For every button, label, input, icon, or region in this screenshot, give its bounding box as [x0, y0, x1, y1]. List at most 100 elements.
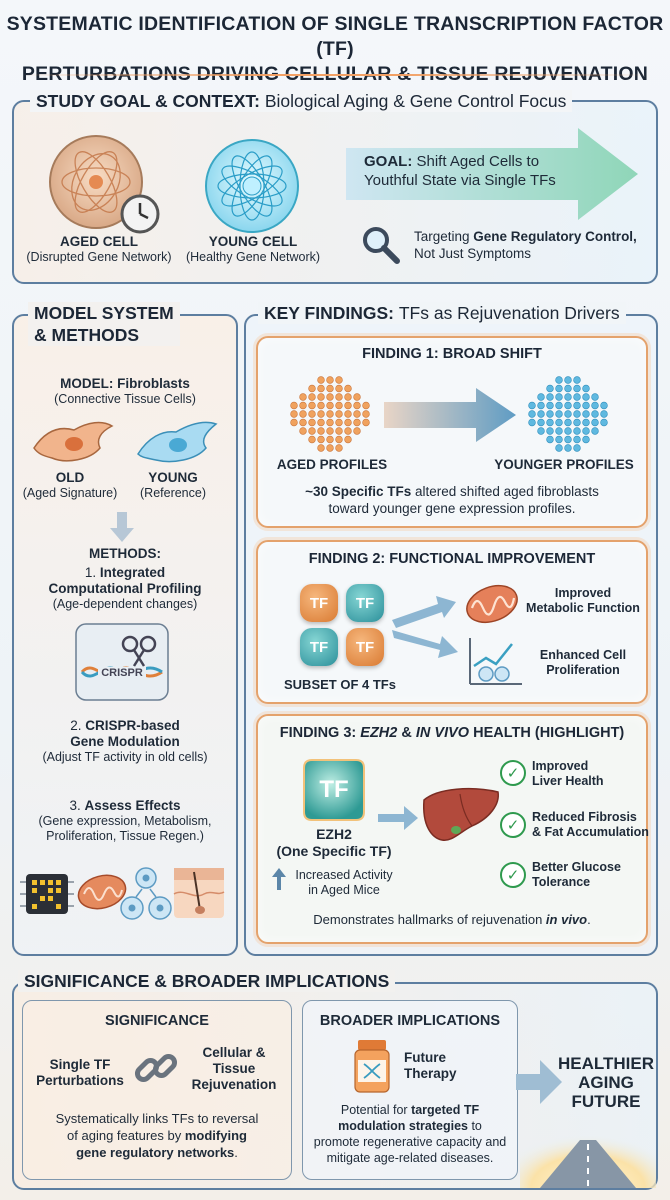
profile-dot: [600, 418, 608, 427]
right-arrow-icon: [378, 806, 418, 830]
profile-dot: [573, 435, 581, 444]
profile-dot: [528, 418, 536, 427]
finding-2-title: FINDING 2: FUNCTIONAL IMPROVEMENT: [308, 551, 596, 567]
profile-dot: [326, 444, 334, 452]
profile-dot: [555, 401, 563, 410]
profile-dot: [353, 410, 361, 418]
profile-dot: [573, 418, 581, 427]
profile-dot: [344, 418, 352, 427]
old-caption: OLD (Aged Signature): [22, 470, 118, 500]
profile-dot: [546, 418, 554, 427]
profile-dot: [564, 384, 572, 393]
profile-dot: [537, 401, 545, 410]
outcome-metabolic: Improved Metabolic Function: [526, 586, 640, 615]
profile-dot: [335, 418, 343, 427]
profile-dot: [335, 384, 343, 393]
up-arrow-icon: [272, 868, 286, 890]
future-therapy-label: Future Therapy: [404, 1050, 457, 1081]
profile-dot: [317, 435, 325, 444]
profile-dot: [335, 410, 343, 418]
crispr-icon: [75, 623, 169, 701]
profile-dot: [555, 444, 563, 452]
ezh2-tf-icon: [303, 759, 365, 821]
profile-dot: [555, 376, 563, 384]
goal-arrow-icon: [346, 128, 638, 220]
old-fibroblast-icon: [33, 421, 114, 462]
profile-dot: [317, 376, 325, 384]
profile-dot: [335, 393, 343, 401]
outcome-glucose: Better Glucose Tolerance: [532, 860, 621, 889]
young-cell-icon: [205, 139, 299, 233]
outcome-liver: Improved Liver Health: [532, 759, 604, 788]
profile-dot: [344, 393, 352, 401]
profile-dot: [308, 401, 316, 410]
ezh2-activity: Increased Activity in Aged Mice: [295, 868, 393, 897]
implications-title: BROADER IMPLICATIONS: [319, 1013, 501, 1029]
profile-dot: [591, 418, 599, 427]
profile-dot: [308, 393, 316, 401]
profile-dot: [546, 410, 554, 418]
profile-dot: [591, 401, 599, 410]
implications-text: Potential for targeted TF modulation str…: [313, 1103, 507, 1165]
young-cell-caption: YOUNG CELL (Healthy Gene Network): [185, 234, 321, 264]
profile-dot: [362, 410, 370, 418]
proliferation-cells-icon: [120, 867, 172, 920]
younger-profiles-label: YOUNGER PROFILES: [494, 457, 634, 472]
profile-dot: [546, 435, 554, 444]
profile-dot: [335, 427, 343, 435]
profile-dot: [353, 418, 361, 427]
methods-list: METHODS: 1. Integrated Computational Pro…: [48, 546, 202, 611]
profile-dot: [582, 384, 590, 393]
profile-dot: [573, 401, 581, 410]
profile-dot: [308, 435, 316, 444]
profile-dot: [573, 384, 581, 393]
profile-dot: [299, 427, 307, 435]
profile-dot: [564, 444, 572, 452]
aged-profiles-label: AGED PROFILES: [276, 457, 388, 472]
mitochondria-icon: [77, 874, 127, 910]
profile-dot: [308, 384, 316, 393]
tf-badge-1: TF: [300, 584, 338, 622]
subset-label: SUBSET OF 4 TFs: [284, 677, 396, 692]
profile-dot: [344, 410, 352, 418]
profile-dot: [326, 418, 334, 427]
profile-dot: [299, 418, 307, 427]
profile-dot: [573, 410, 581, 418]
profile-dot: [326, 376, 334, 384]
profile-dot: [537, 410, 545, 418]
significance-card: [22, 1000, 292, 1180]
profile-dot: [600, 401, 608, 410]
profile-dot: [582, 418, 590, 427]
profile-dot: [546, 427, 554, 435]
younger-profiles-dots: [528, 376, 608, 452]
profile-dot: [353, 401, 361, 410]
future-arrow-icon: [516, 1060, 562, 1104]
chain-link-icon: [134, 1053, 178, 1083]
profile-dot: [555, 418, 563, 427]
profile-dot: [582, 427, 590, 435]
proliferation-chart-icon: [469, 638, 522, 685]
profile-dot: [299, 410, 307, 418]
profile-dot: [290, 418, 298, 427]
profile-dot: [344, 435, 352, 444]
profile-dot: [326, 393, 334, 401]
young-fibroblast-icon: [137, 421, 218, 463]
liver-icon: [423, 787, 499, 841]
profile-dot: [555, 393, 563, 401]
profile-dot: [573, 444, 581, 452]
aged-cell-caption: AGED CELL (Disrupted Gene Network): [26, 234, 172, 264]
profile-dot: [555, 410, 563, 418]
profile-dot: [344, 401, 352, 410]
profile-dot: [573, 427, 581, 435]
profile-dot: [537, 393, 545, 401]
profile-dot: [528, 410, 536, 418]
outcome-fibrosis: Reduced Fibrosis & Fat Accumulation: [532, 810, 649, 839]
profile-dot: [564, 410, 572, 418]
tf-badge-4: TF: [346, 628, 384, 666]
model-label: MODEL: Fibroblasts (Connective Tissue Ce…: [54, 376, 196, 406]
profile-dot: [290, 401, 298, 410]
profile-dot: [600, 410, 608, 418]
finding-2-card: [256, 540, 648, 704]
profile-dot: [317, 401, 325, 410]
skin-tissue-icon: [173, 868, 225, 918]
